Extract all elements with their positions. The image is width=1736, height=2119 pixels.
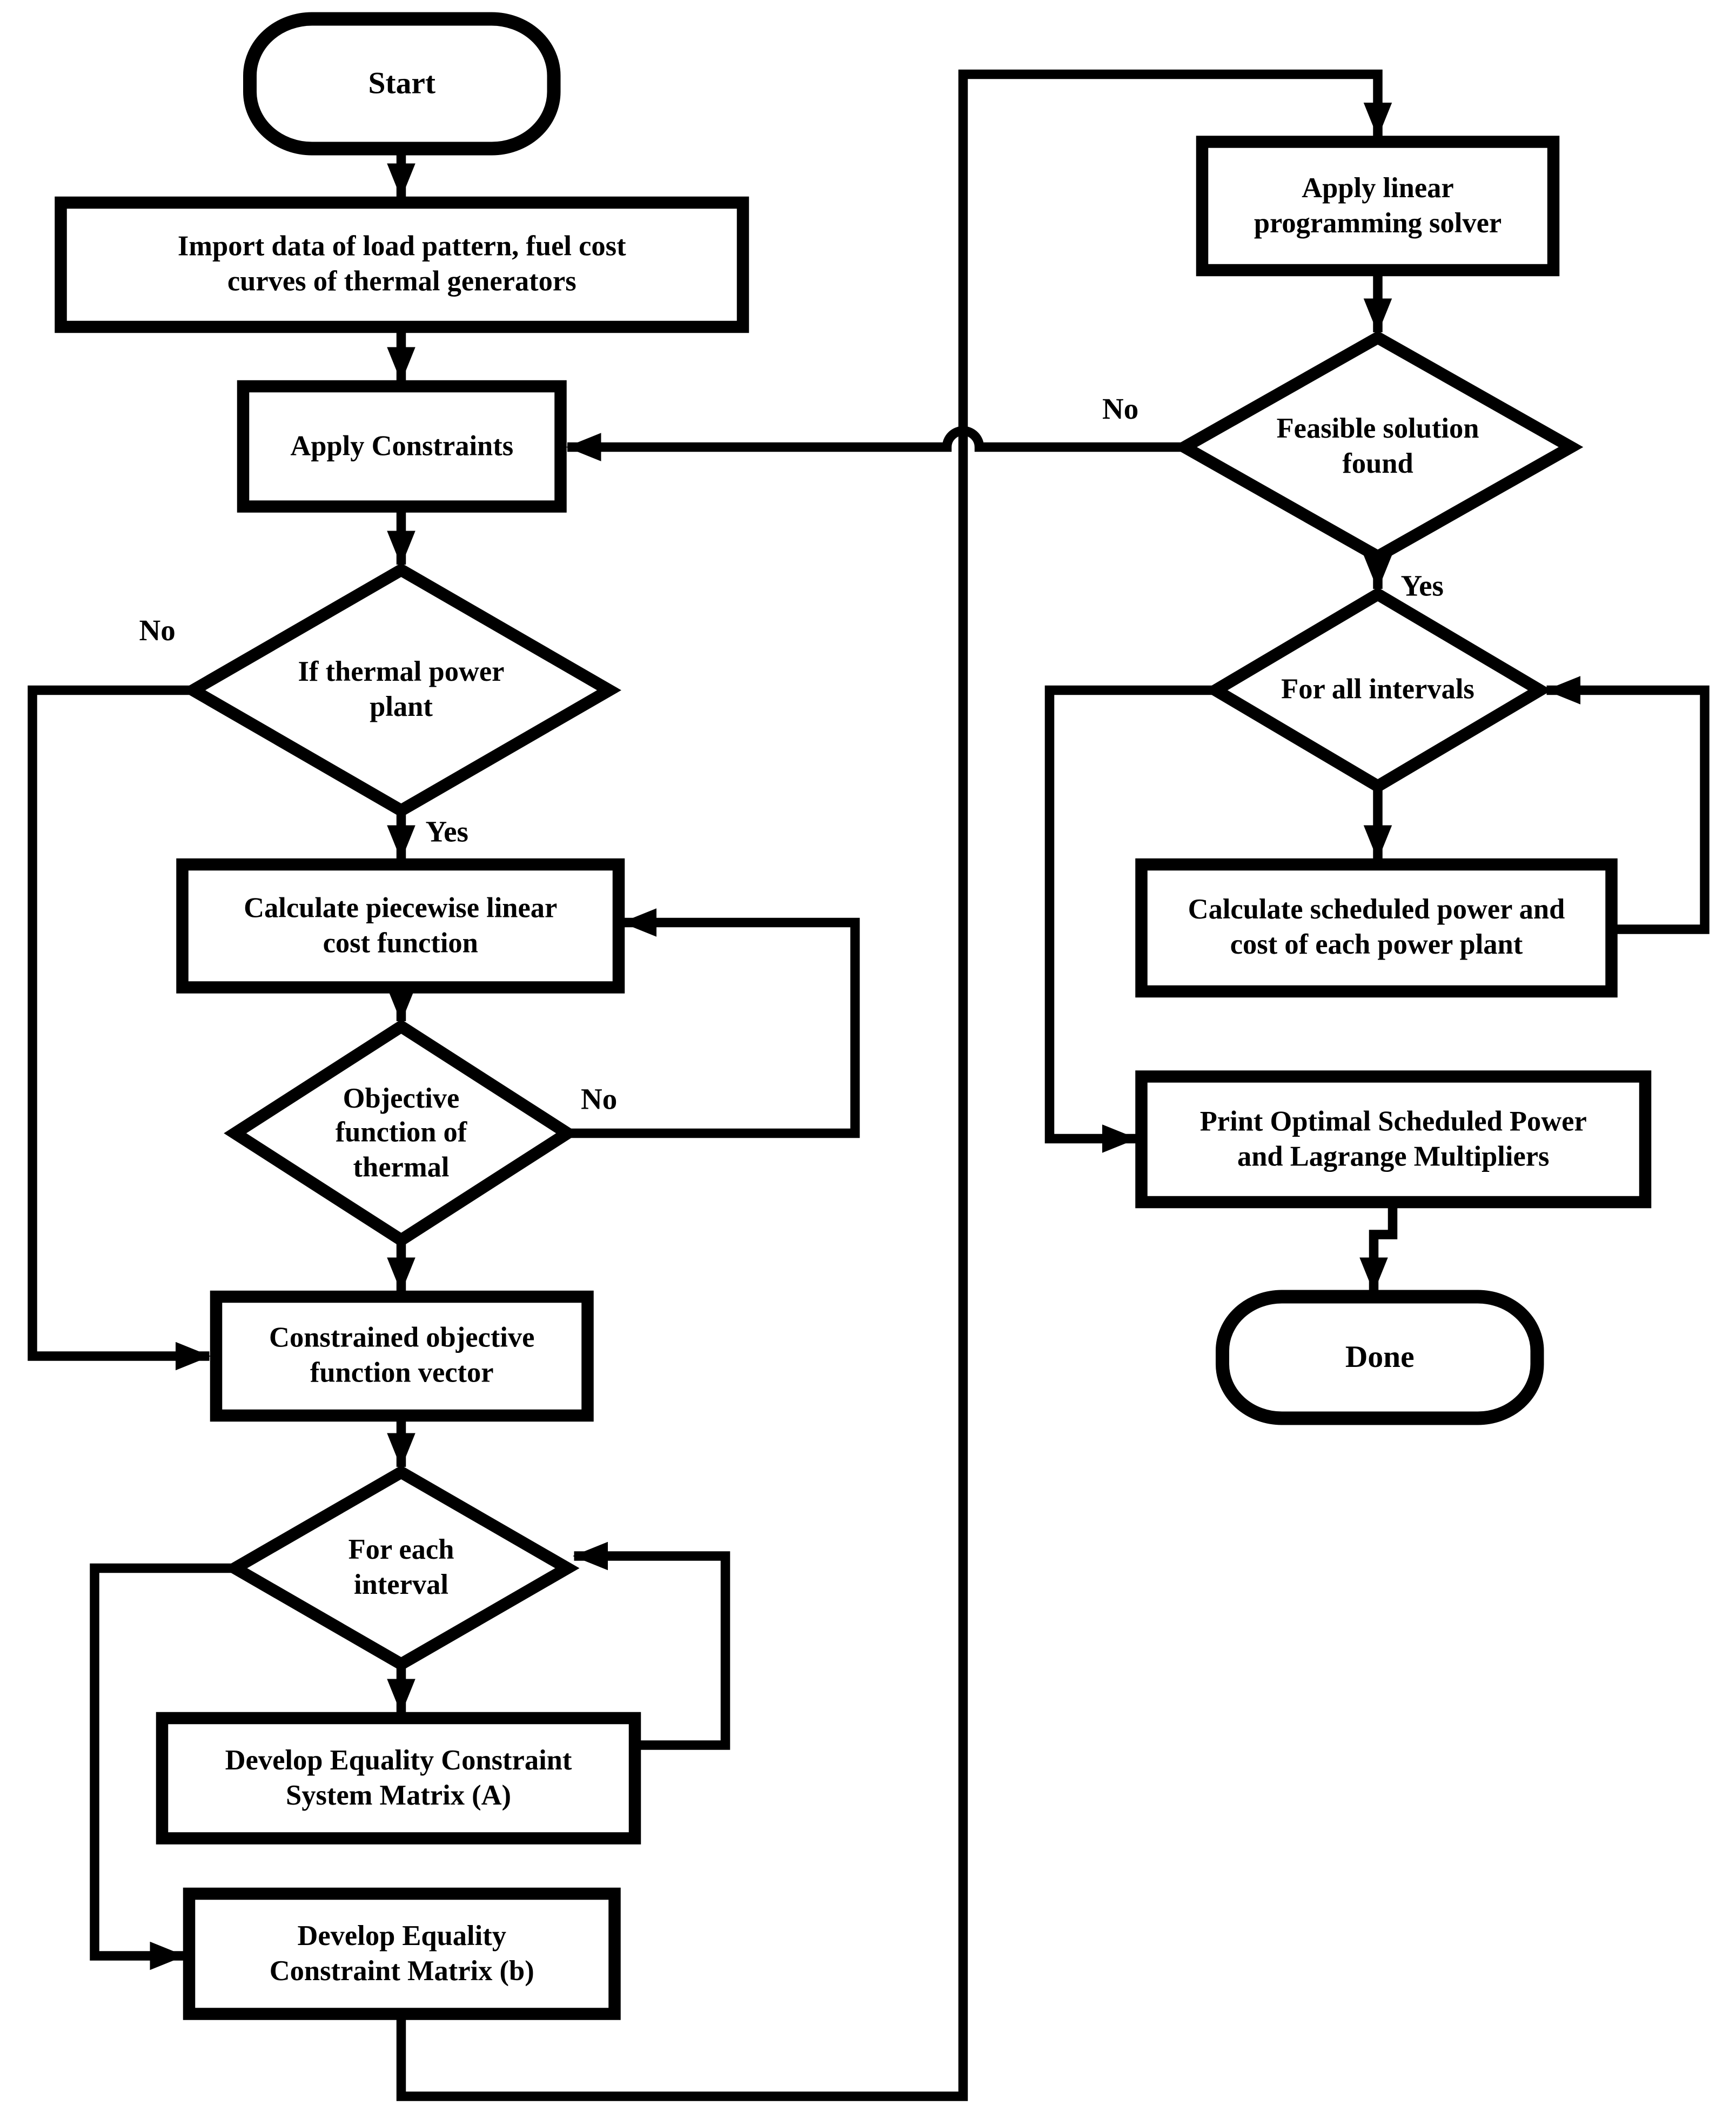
node-apply-lp: Apply linear programming solver [1202, 142, 1553, 271]
node-print-optimal-label: Print Optimal Scheduled Power and Lagran… [1199, 1104, 1587, 1172]
node-feasible-label: Feasible solution found [1276, 412, 1479, 480]
node-feasible: Feasible solution found [1256, 365, 1499, 529]
edge-label-objective-no: No [581, 1078, 675, 1121]
node-start: Start [250, 19, 554, 149]
node-import-data-shape [55, 196, 749, 333]
node-constrained-vec-label: Constrained objective function vector [269, 1321, 535, 1389]
node-objective-fn-label: Objective function of thermal [335, 1081, 467, 1183]
node-for-each-interval-label: For each interval [348, 1533, 454, 1601]
node-apply-constraints: Apply Constraints [243, 386, 561, 507]
node-calc-scheduled: Calculate scheduled power and cost of ea… [1142, 864, 1612, 991]
node-done-label: Done [1345, 1339, 1415, 1374]
node-import-data-label: Import data of load pattern, fuel cost c… [177, 230, 626, 297]
node-for-all-intervals: For all intervals [1250, 648, 1506, 732]
node-objective-fn: Objective function of thermal [320, 1032, 482, 1235]
node-constrained-vec: Constrained objective function vector [216, 1297, 588, 1416]
node-for-all-intervals-label: For all intervals [1281, 673, 1474, 706]
edge-label-text: Yes [1400, 568, 1444, 602]
node-done: Done [1223, 1297, 1538, 1418]
node-develop-a-label: Develop Equality Constraint System Matri… [225, 1744, 572, 1811]
edge-label-text: No [139, 612, 176, 647]
edge-develop-a-loop-to-for-each [573, 1541, 730, 1750]
node-calc-piecewise: Calculate piecewise linear cost function [183, 864, 619, 988]
node-if-thermal-label: If thermal power plant [298, 655, 505, 723]
node-calc-scheduled-shape [1135, 858, 1618, 998]
edge-for-all-to-print [1044, 685, 1223, 1153]
node-if-thermal: If thermal power plant [266, 615, 537, 766]
edge-objective-no-loop [567, 908, 860, 1138]
edge-label-text: Yes [425, 814, 468, 848]
node-constrained-vec-shape [210, 1290, 594, 1422]
node-calc-scheduled-label: Calculate scheduled power and cost of ea… [1188, 893, 1565, 961]
edge-label-if-thermal-no: No [139, 609, 234, 653]
node-print-optimal-shape [1135, 1070, 1652, 1209]
node-print-optimal: Print Optimal Scheduled Power and Lagran… [1142, 1077, 1646, 1203]
edge-label-if-thermal-yes: Yes [426, 810, 534, 854]
node-develop-b: Develop Equality Constraint Matrix (b) [189, 1894, 615, 2014]
node-apply-constraints-shape [237, 380, 567, 513]
edge-print-to-done [1359, 1202, 1398, 1293]
node-for-each-interval: For each interval [334, 1493, 469, 1644]
edge-feasible-no-to-apply-constraints [566, 426, 1186, 461]
edge-label-text: No [581, 1081, 618, 1115]
node-develop-a: Develop Equality Constraint System Matri… [162, 1718, 635, 1839]
node-apply-constraints-label: Apply Constraints [290, 429, 514, 462]
edge-develop-b-to-apply-lp [396, 69, 1392, 2101]
edge-if-thermal-no-to-constrained-vec [28, 685, 211, 1371]
edge-for-each-to-develop-b [90, 1563, 237, 1970]
node-done-shape [1216, 1290, 1544, 1425]
edge-label-text: No [1102, 391, 1139, 425]
node-develop-b-label: Develop Equality Constraint Matrix (b) [269, 1919, 534, 1987]
edge-calc-scheduled-loop-to-for-all [1545, 676, 1710, 934]
node-apply-lp-label: Apply linear programming solver [1254, 171, 1502, 239]
node-calc-piecewise-label: Calculate piecewise linear cost function [244, 891, 558, 958]
node-calc-piecewise-shape [176, 858, 625, 994]
node-start-label: Start [368, 66, 436, 100]
node-develop-a-shape [156, 1712, 641, 1845]
node-import-data: Import data of load pattern, fuel cost c… [75, 203, 730, 327]
edge-label-feasible-no: No [1102, 388, 1197, 431]
edge-label-feasible-yes: Yes [1401, 565, 1514, 608]
